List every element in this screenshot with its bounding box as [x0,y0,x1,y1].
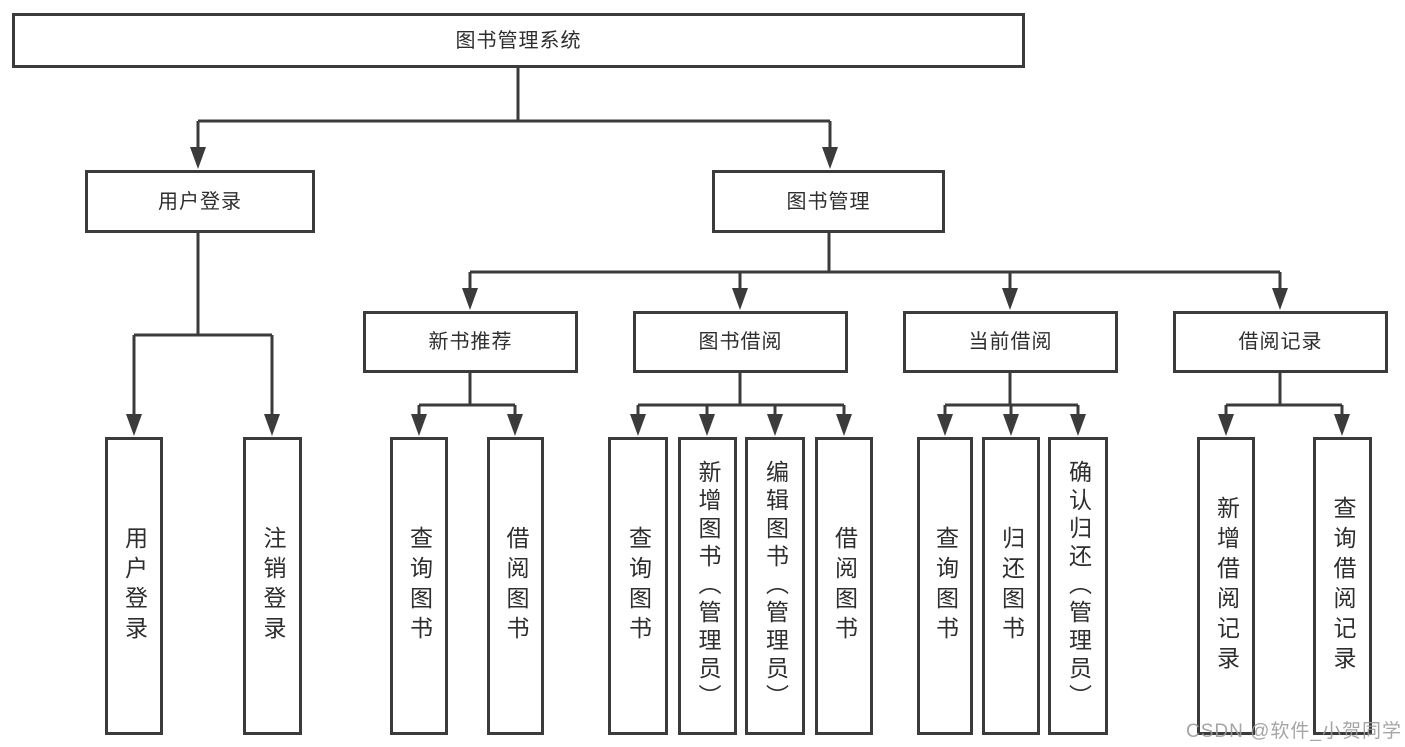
arrowhead-icon [1334,414,1350,436]
leaf-query-books-1: 查询图书 [390,437,448,735]
leaf-confirm-return-admin: 确认归还（管理员） [1048,437,1108,735]
arrowhead-icon [822,147,838,169]
leaf-edit-book-admin: 编辑图书（管理员） [745,437,805,735]
arrowhead-icon [937,414,953,436]
arrowhead-icon [190,147,206,169]
leaf-return-book: 归还图书 [982,437,1040,735]
leaf-borrow-books-1: 借阅图书 [487,437,544,735]
leaf-add-borrow-record: 新增借阅记录 [1197,437,1255,735]
node-user-login: 用户登录 [85,170,315,233]
connector-path [132,68,1344,416]
watermark: CSDN @软件_小贺同学 [1186,721,1402,742]
node-root: 图书管理系统 [12,13,1025,68]
arrowhead-icon [462,288,478,310]
leaf-user-login: 用户登录 [105,437,163,735]
arrowhead-icon [1070,414,1086,436]
arrowheads [126,147,1350,436]
arrowhead-icon [1272,288,1288,310]
arrowhead-icon [630,414,646,436]
arrowhead-icon [836,414,852,436]
leaf-query-borrow-record: 查询借阅记录 [1313,437,1372,735]
node-borrowing-records: 借阅记录 [1173,311,1388,373]
arrowhead-icon [732,288,748,310]
arrowhead-icon [126,414,142,436]
leaf-query-books-3: 查询图书 [917,437,973,735]
node-book-management: 图书管理 [712,170,945,233]
leaf-query-books-2: 查询图书 [608,437,668,735]
arrowhead-icon [699,414,715,436]
leaf-logout: 注销登录 [243,437,302,735]
leaf-borrow-books-2: 借阅图书 [815,437,873,735]
arrowhead-icon [264,414,280,436]
leaf-add-book-admin: 新增图书（管理员） [678,437,737,735]
arrowhead-icon [767,414,783,436]
arrowhead-icon [507,414,523,436]
arrowhead-icon [1002,288,1018,310]
node-current-borrowing: 当前借阅 [903,311,1118,373]
node-book-borrowing: 图书借阅 [633,311,848,373]
node-new-book-recommend: 新书推荐 [363,311,578,373]
arrowhead-icon [1218,414,1234,436]
arrowhead-icon [411,414,427,436]
arrowhead-icon [1003,414,1019,436]
